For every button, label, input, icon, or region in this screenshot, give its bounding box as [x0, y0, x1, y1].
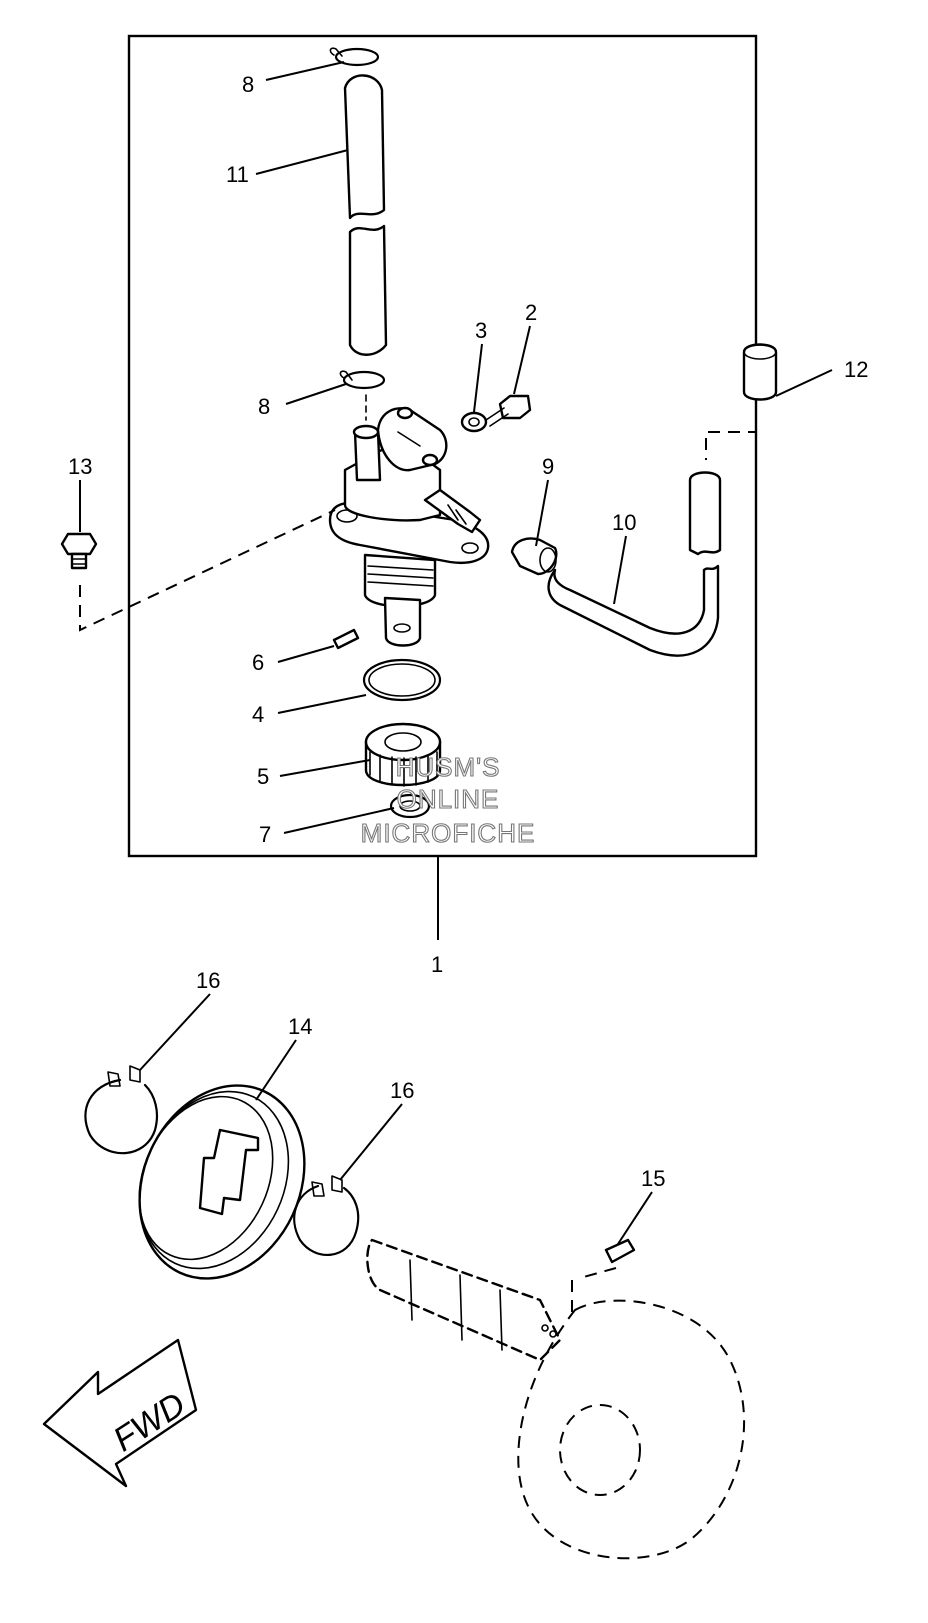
- oil-pump-body: [328, 406, 490, 647]
- gear-5: [364, 722, 442, 787]
- pin-6: [332, 628, 360, 650]
- o-ring-4: [362, 658, 442, 702]
- callout-13: 13: [68, 454, 92, 479]
- hose-10: [547, 471, 722, 657]
- callout-7: 7: [259, 822, 271, 847]
- callout-1: 1: [431, 952, 443, 977]
- washer-3: [460, 411, 488, 433]
- callout-8-lower: 8: [258, 394, 270, 419]
- damper-9: [510, 537, 558, 576]
- fwd-arrow: FWD: [42, 1338, 198, 1488]
- callout-11: 11: [226, 162, 249, 187]
- crankshaft: [366, 1238, 746, 1560]
- callout-2: 2: [525, 300, 537, 325]
- callout-5: 5: [257, 764, 269, 789]
- callout-16-lower: 16: [390, 1078, 414, 1103]
- gear-14: [138, 1084, 306, 1280]
- callout-4: 4: [252, 702, 264, 727]
- cap-12: [705, 343, 778, 460]
- pin-15: [579, 1238, 636, 1279]
- callout-16-upper: 16: [196, 968, 220, 993]
- svg-text:MICROFICHE: MICROFICHE: [361, 818, 536, 848]
- svg-text:HUSM'S: HUSM'S: [396, 752, 501, 782]
- circlip-16-left: [84, 1065, 159, 1155]
- callout-8-upper: 8: [242, 72, 254, 97]
- leader-lines: [79, 61, 833, 1245]
- svg-text:ONLINE: ONLINE: [397, 784, 500, 814]
- clip-8-upper: [329, 47, 380, 67]
- callout-9: 9: [542, 454, 554, 479]
- screw-13: [60, 532, 98, 570]
- callout-10: 10: [612, 510, 636, 535]
- callout-12: 12: [844, 357, 868, 382]
- callout-15: 15: [641, 1166, 665, 1191]
- circlip-16-right: [293, 1175, 360, 1256]
- callout-6: 6: [252, 650, 264, 675]
- screw-13-guide: [79, 509, 336, 632]
- watermark: HUSM'S ONLINE MICROFICHE: [360, 751, 536, 848]
- bolt-2: [485, 394, 532, 427]
- circlip-7: [389, 793, 431, 819]
- clip-8-lower: [339, 370, 386, 421]
- hose-11: [343, 74, 388, 356]
- callout-14: 14: [288, 1014, 312, 1039]
- callout-3: 3: [475, 318, 487, 343]
- assembly-frame: [127, 34, 758, 858]
